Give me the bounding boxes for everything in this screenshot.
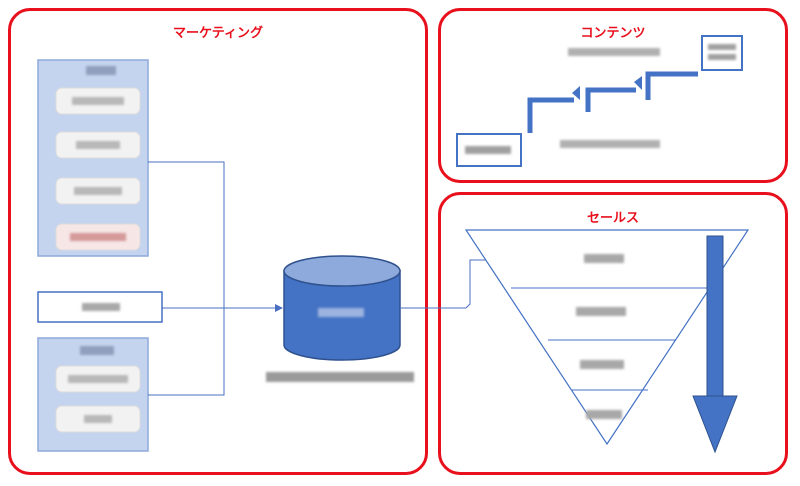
marketing-panel-title: マーケティング: [173, 26, 263, 41]
sales-funnel: [464, 229, 750, 446]
contents-panel-title: コンテンツ: [580, 26, 646, 41]
database-icon: [283, 255, 401, 361]
database-label: [318, 308, 364, 317]
source-group-top: [37, 59, 149, 257]
source-box-middle: [37, 291, 163, 323]
funnel-stage-label: [580, 360, 624, 369]
source-group-top-heading: [86, 66, 116, 75]
funnel-stage-label: [584, 254, 624, 263]
content-staircase: [456, 35, 743, 167]
down-arrow-icon: [692, 235, 738, 454]
funnel-stage-label: [576, 307, 626, 316]
funnel-stage-label: [586, 410, 622, 419]
database-caption: [266, 372, 414, 382]
content-goal-box: [701, 35, 743, 71]
source-group-bottom-heading: [80, 346, 114, 355]
source-group-bottom: [37, 337, 149, 452]
content-note-bottom: [560, 140, 660, 148]
connector-lines: [148, 161, 283, 396]
sales-panel-title: セールス: [586, 211, 639, 226]
content-note-top: [568, 48, 660, 56]
